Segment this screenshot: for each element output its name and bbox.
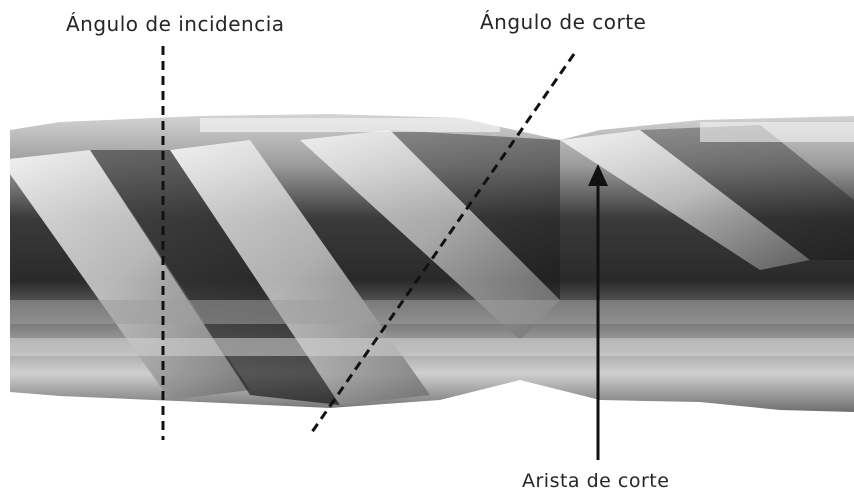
cutting-edge-label: Arista de corte xyxy=(522,472,669,491)
cutting-angle-label: Ángulo de corte xyxy=(480,12,646,32)
incidence-angle-label: Ángulo de incidencia xyxy=(66,14,285,34)
